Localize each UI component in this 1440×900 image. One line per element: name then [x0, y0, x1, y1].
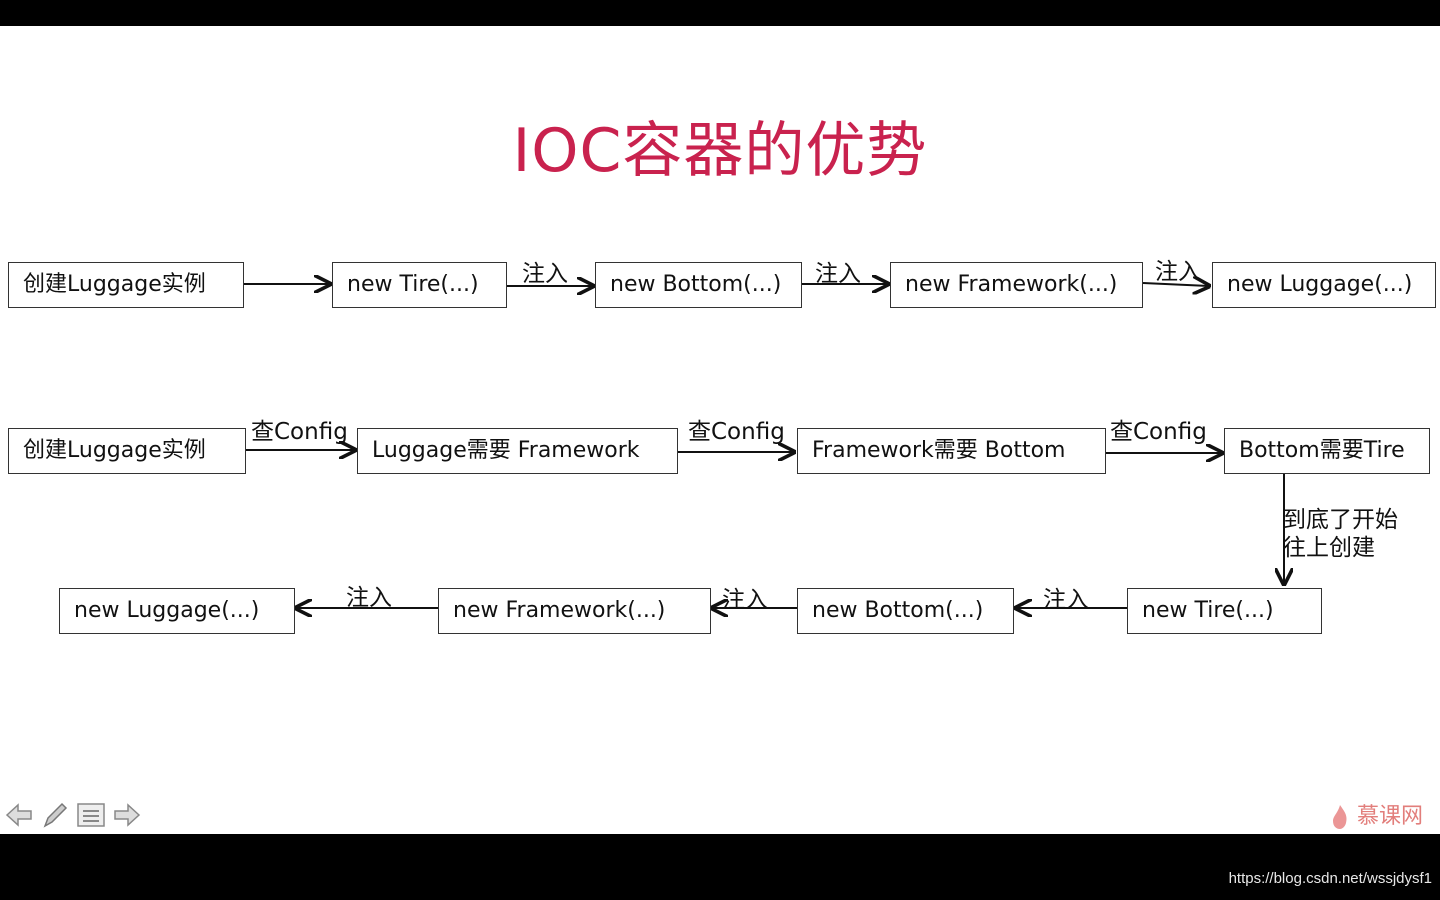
r3-label-2: 注入 — [722, 587, 768, 613]
r1-label-3: 注入 — [1155, 259, 1201, 285]
down-label-line2: 往上创建 — [1283, 535, 1375, 561]
r1-box-new-bottom: new Bottom(...) — [595, 262, 802, 308]
r2-label-1: 查Config — [251, 419, 348, 445]
r2-box-bottom-needs-tire: Bottom需要Tire — [1224, 428, 1430, 474]
r3-box-new-framework: new Framework(...) — [438, 588, 711, 634]
r1-label-1: 注入 — [522, 261, 568, 287]
slide-title: IOC容器的优势 — [512, 116, 928, 186]
watermark-url: https://blog.csdn.net/wssjdysf1 — [1228, 870, 1432, 887]
back-arrow-icon[interactable] — [4, 800, 34, 830]
r1-box-new-tire: new Tire(...) — [332, 262, 507, 308]
r3-box-new-bottom: new Bottom(...) — [797, 588, 1014, 634]
r1-label-2: 注入 — [815, 261, 861, 287]
pen-icon[interactable] — [40, 800, 70, 830]
r2-box-framework-needs-bottom: Framework需要 Bottom — [797, 428, 1106, 474]
r2-box-create-luggage: 创建Luggage实例 — [8, 428, 246, 474]
flame-icon — [1333, 805, 1347, 829]
r3-label-1: 注入 — [1043, 587, 1089, 613]
logo-text: 慕课网 — [1357, 804, 1424, 829]
r3-box-new-tire: new Tire(...) — [1127, 588, 1322, 634]
down-label-line1: 到底了开始 — [1283, 507, 1398, 533]
arrow-r1-4 — [1142, 283, 1209, 286]
r3-box-new-luggage: new Luggage(...) — [59, 588, 295, 634]
imooc-logo: 慕课网 — [1330, 798, 1423, 832]
r1-box-new-framework: new Framework(...) — [890, 262, 1143, 308]
r3-label-3: 注入 — [346, 585, 392, 611]
r2-label-2: 查Config — [688, 419, 785, 445]
diagram-arrows — [244, 26, 1440, 834]
r2-box-luggage-needs-framework: Luggage需要 Framework — [357, 428, 678, 474]
forward-arrow-icon[interactable] — [112, 800, 142, 830]
r2-label-3: 查Config — [1110, 419, 1207, 445]
r1-box-new-luggage: new Luggage(...) — [1212, 262, 1436, 308]
slide: IOC容器的优势 创建Luggage实例 new Tire(...) new B… — [0, 26, 1440, 834]
menu-icon[interactable] — [76, 800, 106, 830]
r1-box-create-luggage: 创建Luggage实例 — [8, 262, 244, 308]
